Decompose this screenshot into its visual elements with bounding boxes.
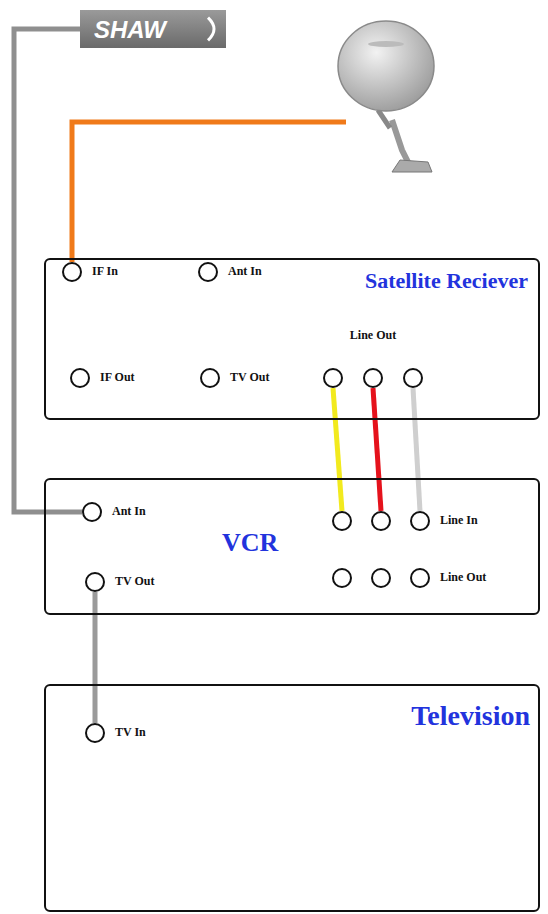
dish-badge xyxy=(368,41,404,47)
jack-circle xyxy=(62,262,82,282)
port-jack: TV In xyxy=(85,723,105,743)
cable xyxy=(373,388,381,511)
cable xyxy=(93,592,98,723)
cable xyxy=(333,388,342,511)
port-jack: TV Out xyxy=(200,368,220,388)
dish-arm xyxy=(378,110,390,128)
device-box: VCR Ant In TV Out Line In Line Out xyxy=(44,478,540,615)
device-box: Television TV In xyxy=(44,684,540,912)
port-jack: IF In xyxy=(62,262,82,282)
satellite-dish xyxy=(338,21,434,172)
logo-swoosh xyxy=(204,10,224,48)
port-jack: Line Out xyxy=(323,368,423,388)
jack-circle xyxy=(200,368,220,388)
device-box: Satellite Reciever IF In Ant In Line Out IF … xyxy=(44,258,540,420)
port-label: Ant In xyxy=(112,504,146,519)
jack-circle xyxy=(371,568,391,588)
port-label: TV In xyxy=(115,725,146,740)
jack-circle xyxy=(403,368,423,388)
logo-swoosh-stroke xyxy=(208,18,214,41)
port-label: Ant In xyxy=(228,264,262,279)
dish-reflector xyxy=(338,21,434,111)
device-title: Television xyxy=(411,700,530,732)
port-label: IF In xyxy=(92,264,118,279)
device-title: Satellite Reciever xyxy=(365,268,528,294)
cable xyxy=(14,29,82,512)
port-label: Line Out xyxy=(440,570,486,585)
port-jack: TV Out xyxy=(85,572,105,592)
jack-circle xyxy=(85,723,105,743)
provider-logo: SHAW xyxy=(80,10,226,48)
logo-text: SHAW xyxy=(94,16,166,44)
jack-circle xyxy=(371,511,391,531)
cable xyxy=(413,388,420,511)
jack-circle xyxy=(332,511,352,531)
port-jack: Line Out xyxy=(332,568,430,588)
jack-circle xyxy=(332,568,352,588)
jack-circle xyxy=(410,511,430,531)
port-label: TV Out xyxy=(115,574,154,589)
jack-circle xyxy=(363,368,383,388)
port-label: IF Out xyxy=(100,370,135,385)
dish-cable xyxy=(72,122,346,262)
port-jack: IF Out xyxy=(70,368,90,388)
jack-circle xyxy=(82,502,102,522)
port-label: TV Out xyxy=(230,370,269,385)
port-label: Line In xyxy=(440,513,478,528)
port-label: Line Out xyxy=(350,328,396,343)
jack-circle xyxy=(198,262,218,282)
jack-circle xyxy=(85,572,105,592)
jack-circle xyxy=(410,568,430,588)
jack-circle xyxy=(323,368,343,388)
jack-circle xyxy=(70,368,90,388)
device-title: VCR xyxy=(222,528,278,558)
port-jack: Ant In xyxy=(82,502,102,522)
dish-foot xyxy=(392,160,432,172)
port-jack: Ant In xyxy=(198,262,218,282)
port-jack: Line In xyxy=(332,511,430,531)
